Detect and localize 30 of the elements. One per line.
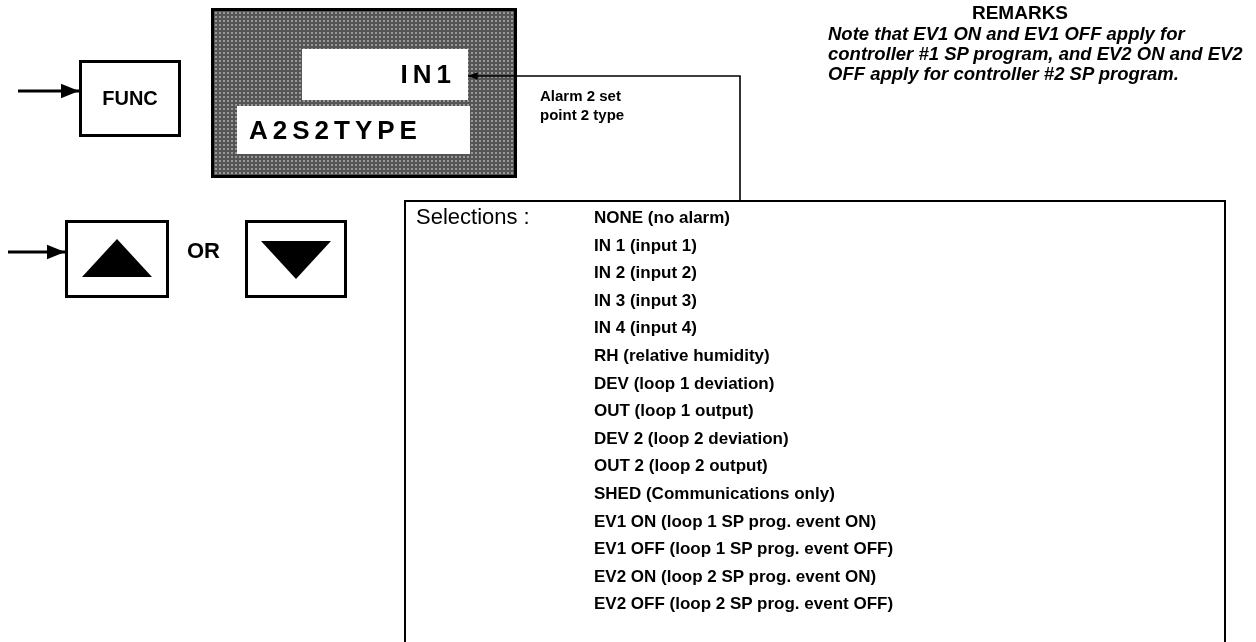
up-key — [65, 220, 169, 298]
selection-option: OUT (loop 1 output) — [594, 401, 754, 422]
lower-display: A2S2TYPE — [237, 106, 470, 154]
arrow — [8, 244, 65, 260]
selection-option: EV2 ON (loop 2 SP prog. event ON) — [594, 566, 877, 587]
selections-panel — [404, 200, 1226, 642]
display-panel — [211, 8, 517, 178]
or-text: OR — [187, 238, 220, 264]
arrow — [18, 83, 79, 99]
selection-option: IN 1 (input 1) — [594, 235, 697, 256]
down-key — [245, 220, 347, 298]
selection-option: EV2 OFF (loop 2 SP prog. event OFF) — [594, 594, 894, 615]
function-key: FUNC — [79, 60, 181, 137]
selections-heading: Selections : — [416, 204, 530, 230]
upper-display: IN1 — [302, 49, 468, 100]
caption-text: Alarm 2 set point 2 type — [540, 86, 626, 124]
remarks-note: Note that EV1 ON and EV1 OFF apply for controller #1 SP program, and EV2 ON and EV2 OFF apply for controller #2 SP program. — [828, 24, 1244, 84]
selection-option: EV1 ON (loop 1 SP prog. event ON) — [594, 511, 877, 532]
remarks-heading: REMARKS — [970, 2, 1070, 24]
selection-option: SHED (Communications only) — [594, 484, 835, 504]
selection-option: IN 3 (input 3) — [594, 290, 697, 311]
selection-option: OUT 2 (loop 2 output) — [594, 456, 768, 477]
selection-option: RH (relative humidity) — [594, 346, 770, 366]
selection-option: DEV 2 (loop 2 deviation) — [594, 428, 789, 449]
selection-option: IN 2 (input 2) — [594, 263, 697, 284]
selection-option: NONE (no alarm) — [594, 208, 731, 228]
selection-option: IN 4 (input 4) — [594, 318, 697, 339]
arrow — [467, 72, 741, 201]
selection-option: DEV (loop 1 deviation) — [594, 373, 775, 394]
selection-option: EV1 OFF (loop 1 SP prog. event OFF) — [594, 539, 894, 560]
